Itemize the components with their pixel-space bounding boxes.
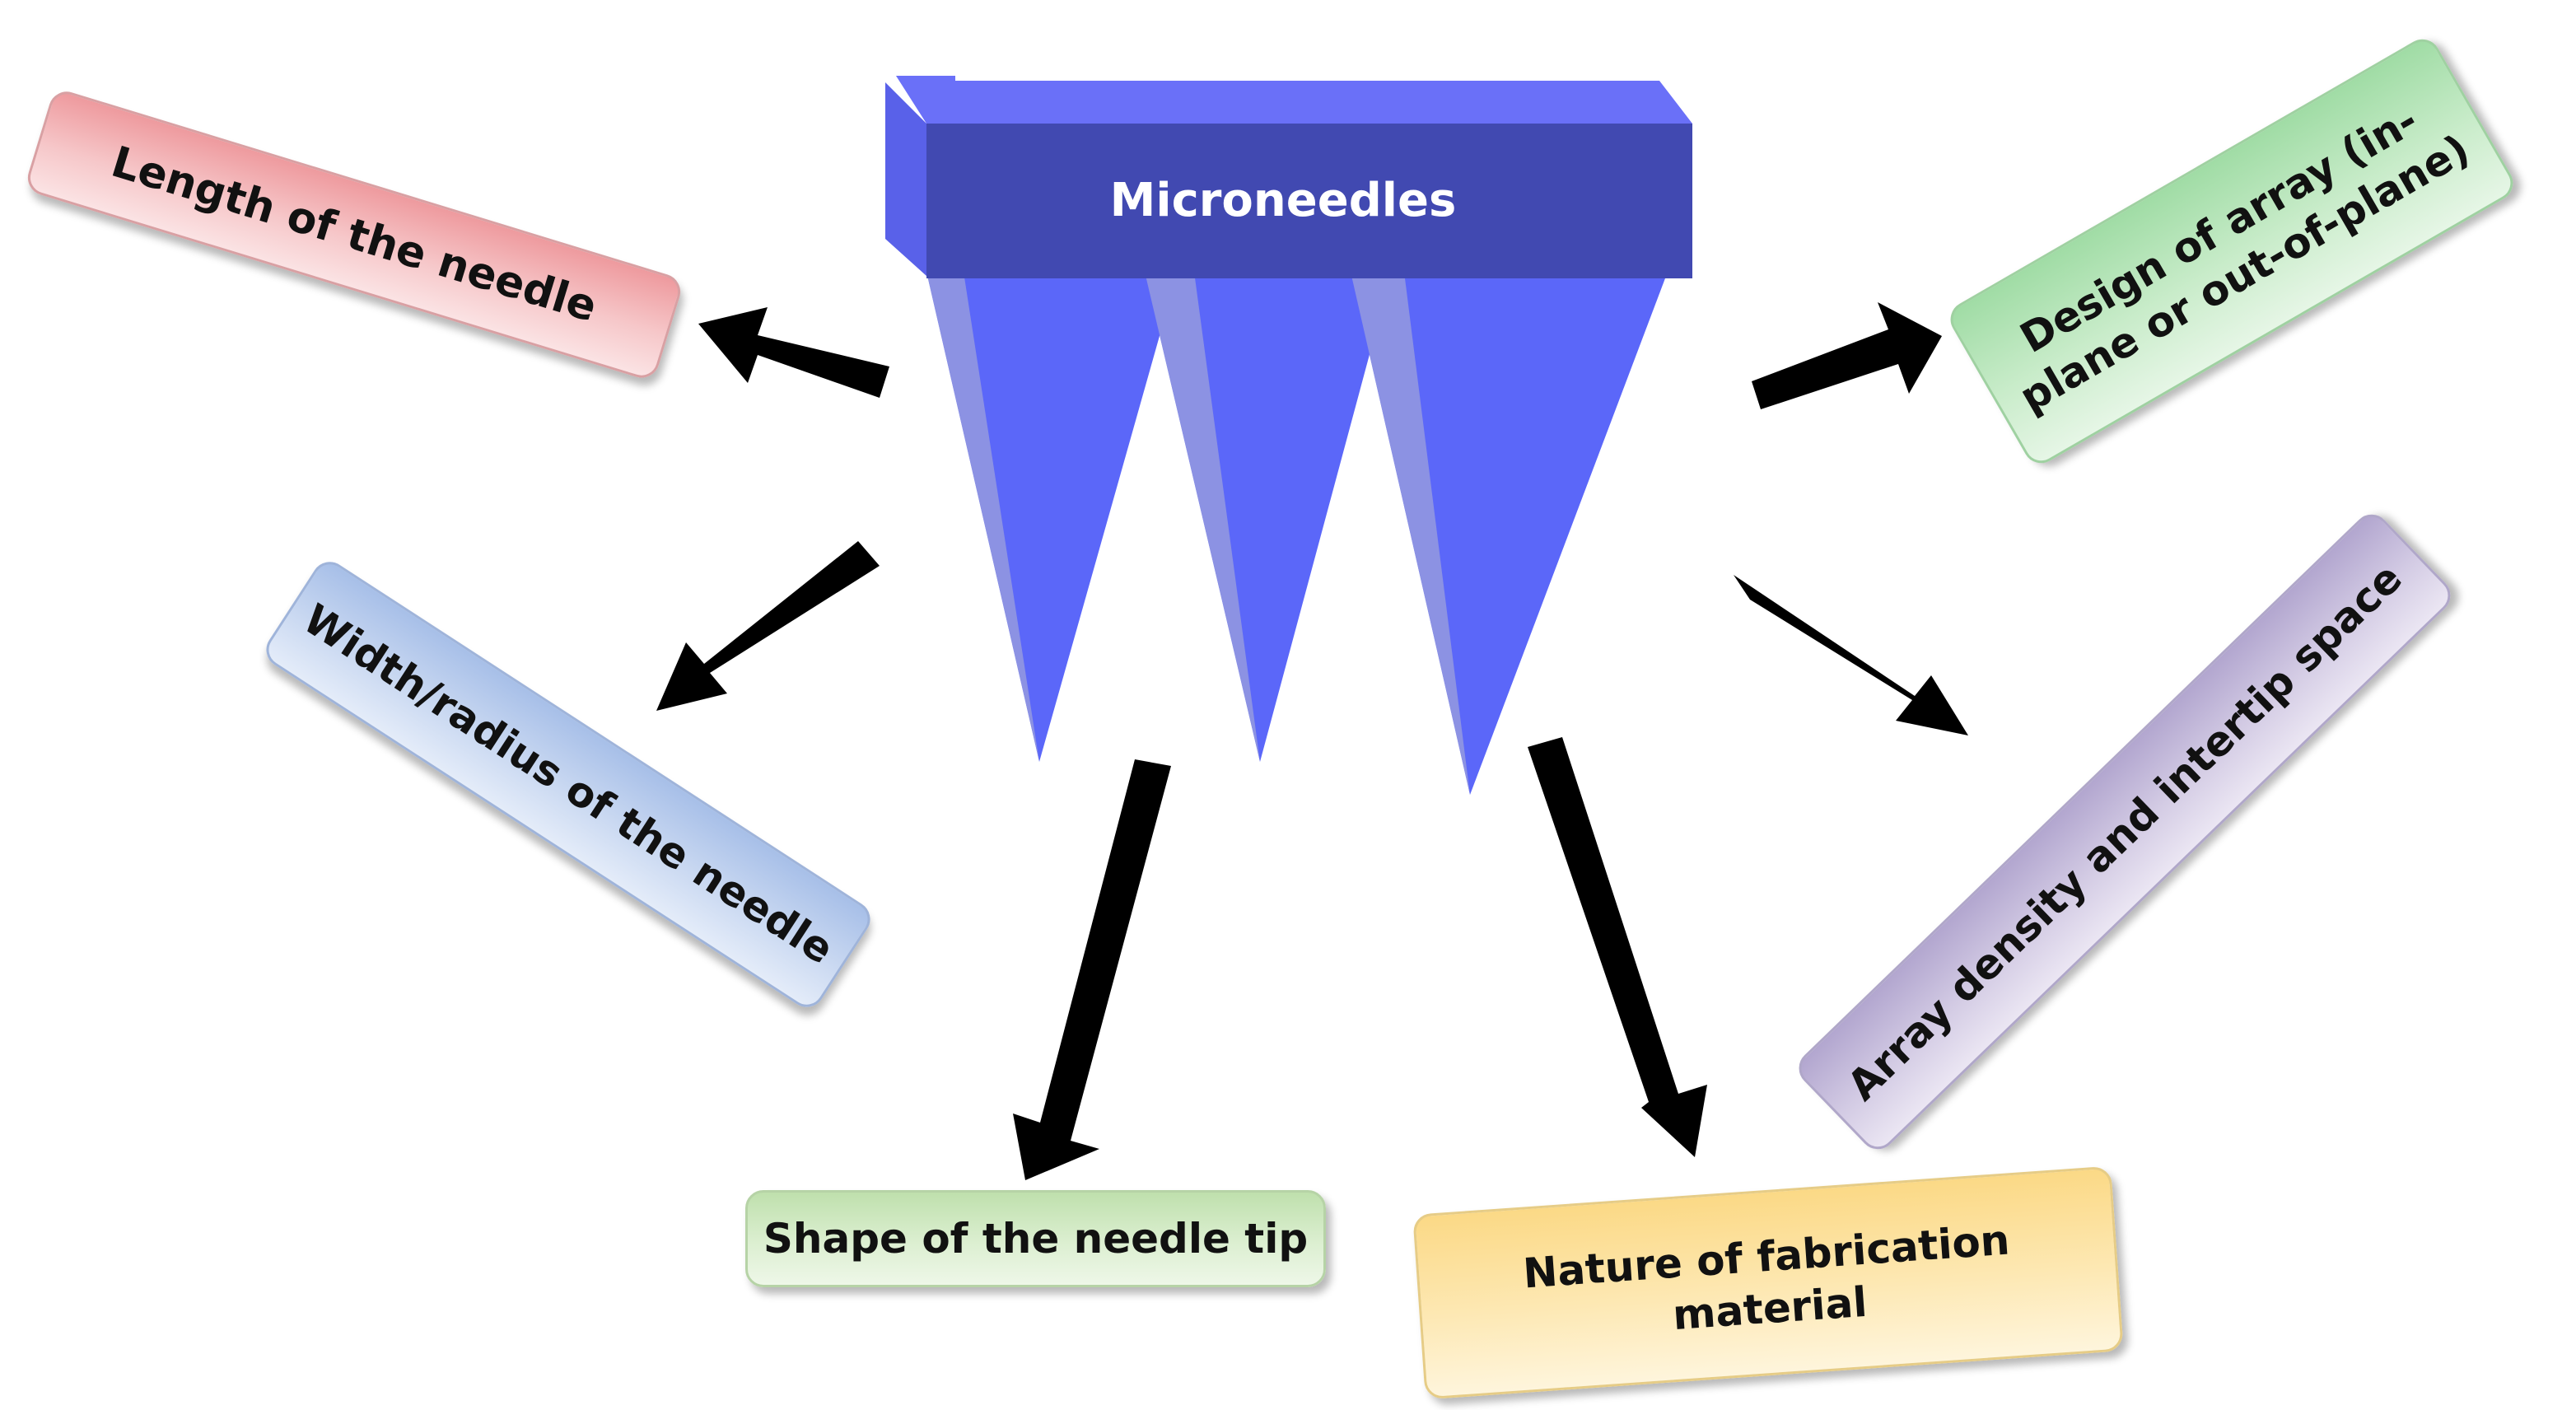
arrows — [656, 302, 1968, 1180]
arrow-to-design — [1752, 302, 1942, 409]
base-bar-top — [896, 76, 1692, 124]
microneedle-array — [926, 272, 1668, 795]
center-label: Microneedles — [1110, 174, 1457, 227]
microneedle-base-bar — [885, 76, 1692, 278]
needle-1 — [926, 272, 1178, 762]
base-bar-side — [885, 82, 926, 276]
arrow-to-nature — [1528, 737, 1707, 1157]
arrow-to-shape — [1013, 759, 1171, 1180]
arrow-to-array — [1734, 575, 1968, 735]
factor-shape-box: Shape of the needle tip — [745, 1190, 1326, 1287]
needle-1-highlight — [926, 272, 1039, 762]
needle-3-highlight — [1351, 272, 1470, 795]
arrow-to-width — [656, 541, 880, 711]
needle-3 — [1351, 272, 1668, 795]
needle-2-highlight — [1145, 272, 1260, 762]
base-bar-front — [926, 124, 1692, 278]
arrow-to-length — [698, 307, 889, 398]
factor-shape-label: Shape of the needle tip — [763, 1214, 1309, 1263]
